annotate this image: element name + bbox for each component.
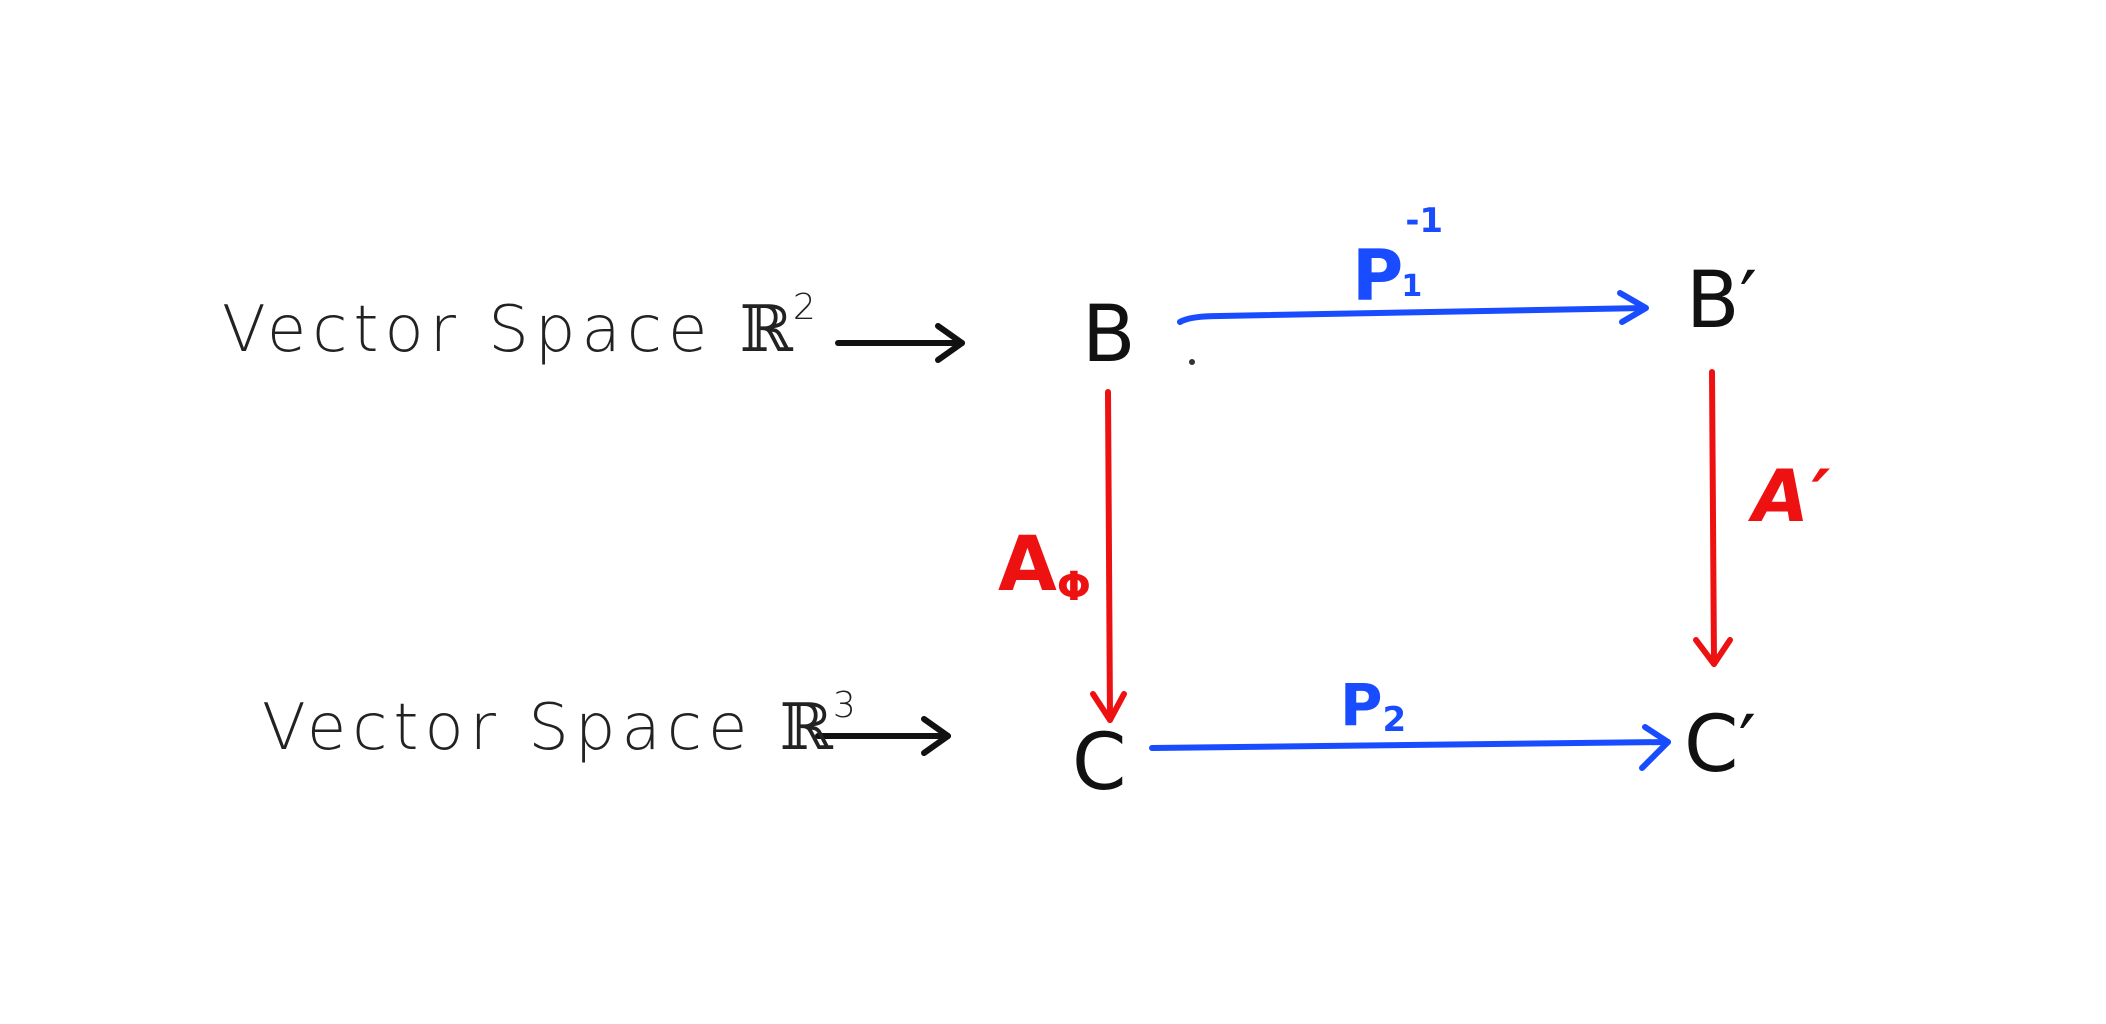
top-row-label: Vector Space ℝ2	[222, 289, 822, 362]
edge-a-phi-arrow	[1090, 389, 1127, 723]
bottom-row-label: Vector Space ℝ3	[262, 687, 862, 760]
top-row-space: ℝ	[739, 293, 793, 367]
node-b: B	[1082, 290, 1136, 380]
edge-p2-label: P2	[1340, 676, 1406, 737]
edge-a-prime-label: A′	[1745, 454, 1835, 538]
edge-a-prime-base: A′	[1744, 454, 1835, 538]
edge-a-phi-base: A	[998, 519, 1057, 608]
edge-a-phi-label: AΦ	[998, 526, 1091, 608]
edge-p1-inverse-base: P	[1352, 235, 1404, 317]
top-row-prefix: Vector Space	[222, 293, 740, 367]
node-c: C	[1072, 718, 1127, 808]
bottom-row-arrow	[815, 716, 951, 756]
edge-p1-inverse-scripts: -1 1	[1401, 204, 1443, 304]
edge-p1-inverse-arrow	[1177, 290, 1649, 325]
top-row-arrow	[835, 323, 965, 363]
edge-p2-arrow	[1149, 724, 1671, 771]
edge-p2-base: P	[1340, 671, 1383, 739]
node-c-prime: C′	[1684, 700, 1757, 790]
edge-a-prime-arrow	[1693, 369, 1733, 667]
bottom-row-space: ℝ	[779, 691, 833, 765]
ink-dot	[1189, 359, 1195, 365]
bottom-row-exponent: 3	[832, 684, 862, 726]
bottom-row-prefix: Vector Space	[262, 691, 780, 765]
edge-p2-sub: 2	[1382, 700, 1407, 740]
top-row-exponent: 2	[792, 286, 822, 328]
edge-a-phi-sub: Φ	[1056, 564, 1091, 610]
edge-p1-inverse-sup: -1	[1405, 201, 1444, 241]
edge-p1-inverse-sub: 1	[1401, 269, 1423, 304]
node-b-prime: B′	[1686, 256, 1758, 346]
